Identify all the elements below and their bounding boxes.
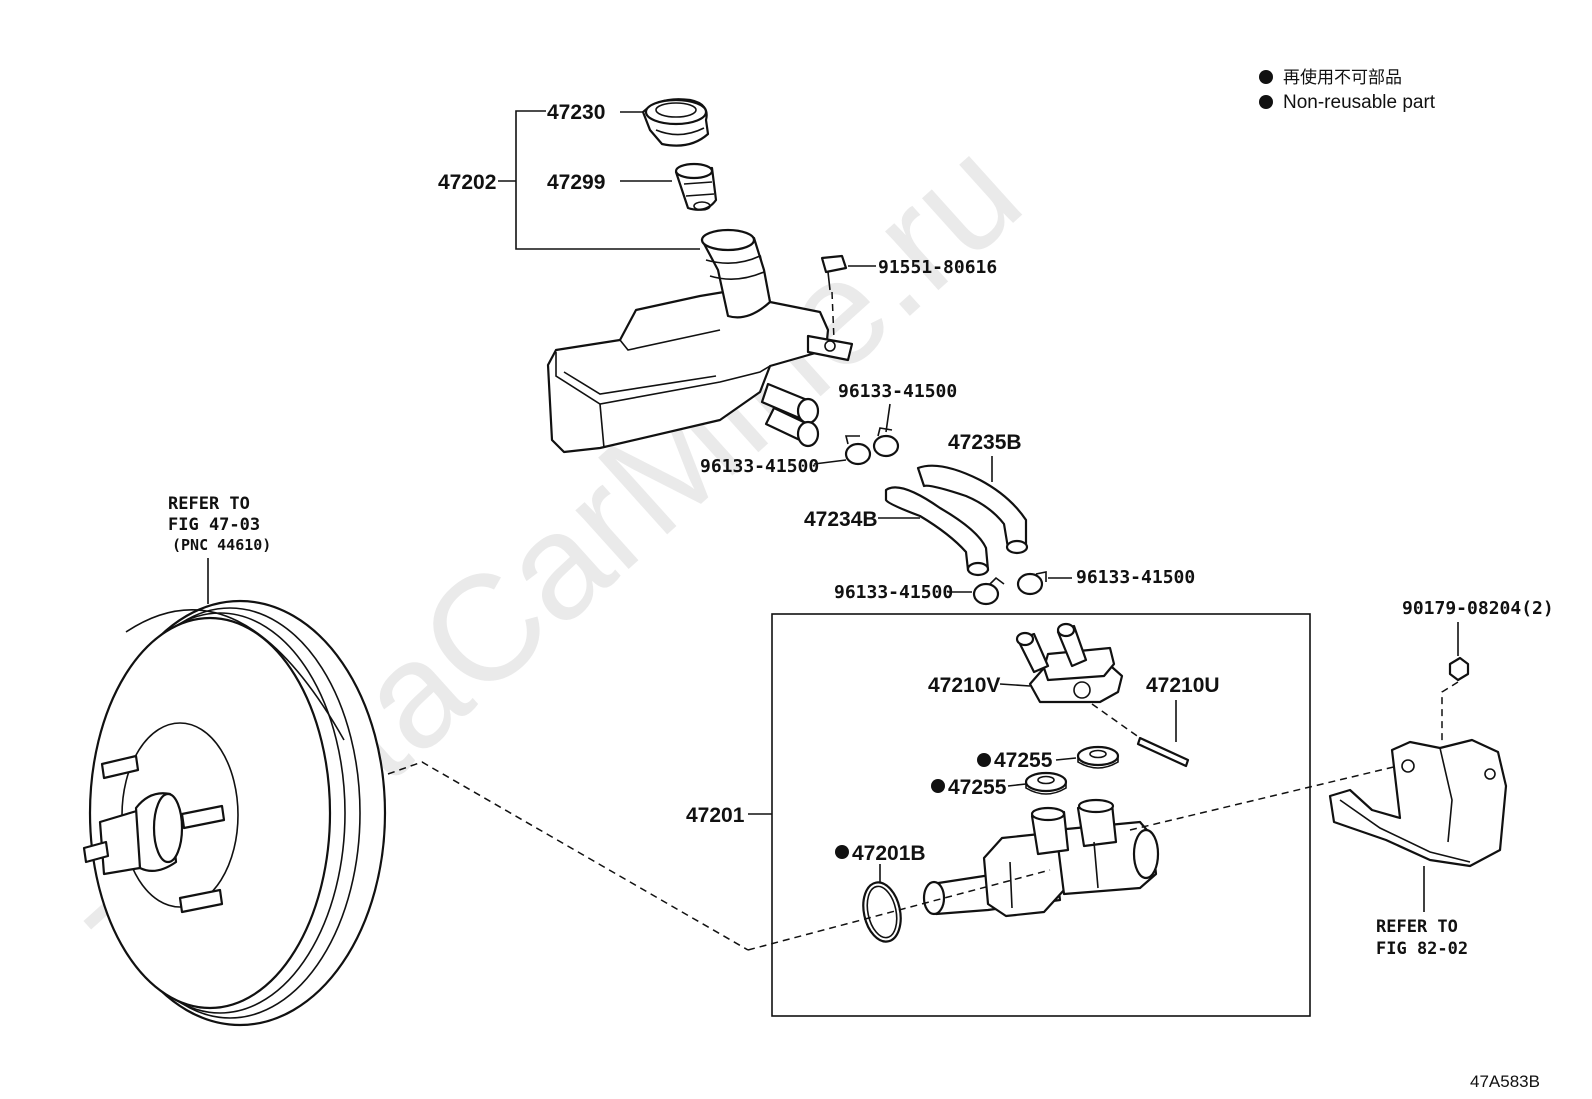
- bracket-ref-line2: FIG 82-02: [1376, 939, 1468, 959]
- booster-ref-line1: REFER TO: [168, 494, 250, 514]
- booster-ref-line2: FIG 47-03: [168, 515, 260, 535]
- part-label-96133-d: 96133-41500: [1076, 567, 1195, 588]
- legend-en-text: Non-reusable part: [1283, 92, 1436, 113]
- brake-reservoir: [546, 228, 854, 454]
- hose-clamp: [844, 435, 872, 466]
- o-ring: [862, 881, 902, 943]
- non-reusable-marker-icon: [931, 779, 945, 793]
- legend-bullet-icon: [1259, 70, 1273, 84]
- hose-clamp: [972, 576, 1005, 606]
- leader-96133-a: [885, 403, 891, 433]
- bolt-91551: [820, 254, 848, 341]
- part-label-47234B: 47234B: [804, 508, 878, 531]
- hose-clamp: [872, 427, 900, 458]
- part-label-47255-b: 47255: [948, 776, 1007, 799]
- leader-47255-a: [1055, 757, 1077, 761]
- part-label-47210V: 47210V: [928, 674, 1000, 697]
- legend-bullet-icon: [1259, 95, 1273, 109]
- mounting-line-booster: [387, 761, 749, 951]
- reservoir-cap: [641, 98, 710, 147]
- leader-47255-b: [1007, 783, 1027, 787]
- union-pin: [1091, 703, 1190, 768]
- part-label-47230: 47230: [547, 101, 605, 124]
- non-reusable-marker-icon: [835, 845, 849, 859]
- brake-booster: [82, 599, 387, 1027]
- nut-90179: [1441, 656, 1470, 742]
- master-cylinder-bracket: [1328, 738, 1508, 868]
- hose-47234B: [884, 486, 990, 577]
- leader-96133-b: [813, 459, 847, 465]
- legend-jp-text: 再使用不可部品: [1283, 67, 1402, 87]
- diagram-code: 47A583B: [1470, 1072, 1540, 1091]
- reservoir-union: [1015, 622, 1124, 704]
- bracket-47202: [498, 110, 700, 250]
- mounting-line-master: [747, 869, 1051, 951]
- master-cylinder: [922, 798, 1160, 918]
- part-label-96133-a: 96133-41500: [838, 381, 957, 402]
- part-label-47202: 47202: [438, 171, 496, 194]
- part-label-47201: 47201: [686, 804, 745, 827]
- part-label-47255-a: 47255: [994, 749, 1053, 772]
- hose-clamp: [1016, 571, 1047, 596]
- part-label-47235B: 47235B: [948, 431, 1022, 454]
- grommet: [1024, 771, 1068, 795]
- master-cylinder-assembly-box: [771, 613, 1311, 1017]
- leader-47210V: [999, 683, 1031, 687]
- part-label-47299: 47299: [547, 171, 605, 194]
- legend: 再使用不可部品 Non-reusable part: [1259, 67, 1436, 113]
- part-label-90179: 90179-08204(2): [1402, 598, 1554, 619]
- reservoir-strainer: [674, 162, 718, 211]
- hose-47235B: [916, 464, 1029, 555]
- part-label-47201B: 47201B: [852, 842, 926, 865]
- bracket-ref-line1: REFER TO: [1376, 917, 1458, 937]
- grommet: [1076, 745, 1120, 769]
- booster-ref-line3: (PNC 44610): [172, 536, 271, 554]
- part-label-47210U: 47210U: [1146, 674, 1220, 697]
- part-label-96133-c: 96133-41500: [834, 582, 953, 603]
- non-reusable-marker-icon: [977, 753, 991, 767]
- part-label-96133-b: 96133-41500: [700, 456, 819, 477]
- part-label-91551: 91551-80616: [878, 257, 997, 278]
